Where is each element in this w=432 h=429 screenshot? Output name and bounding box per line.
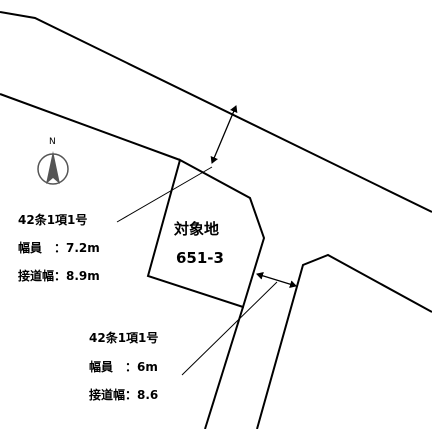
road-edge-south-west: [204, 306, 244, 429]
road-edge-south-east: [256, 253, 432, 429]
north-arrow-letter: N: [49, 137, 56, 147]
road-west-frontage: 接道幅：8.9m: [18, 269, 100, 283]
width-arrow-south-road: [256, 271, 297, 289]
subject-lot-number: 651-3: [176, 249, 224, 267]
subject-lot-title: 対象地: [174, 220, 220, 238]
road-west-designation: 42条1項1号: [18, 213, 88, 227]
width-arrow-upper-road: [210, 105, 238, 164]
leader-line-south-road: [181, 281, 278, 376]
road-south-frontage: 接道幅：8.6: [89, 388, 159, 402]
road-south-designation: 42条1項1号: [89, 331, 159, 345]
road-edge-upper-north: [0, 11, 432, 213]
north-arrow-icon: [37, 151, 69, 185]
road-west-width: 幅員 ：7.2m: [18, 241, 100, 255]
road-south-width: 幅員 ：6m: [89, 360, 158, 374]
subject-lot-outline: [146, 158, 266, 309]
leader-line-upper-road: [116, 166, 213, 223]
road-edge-upper-south: [0, 93, 181, 161]
